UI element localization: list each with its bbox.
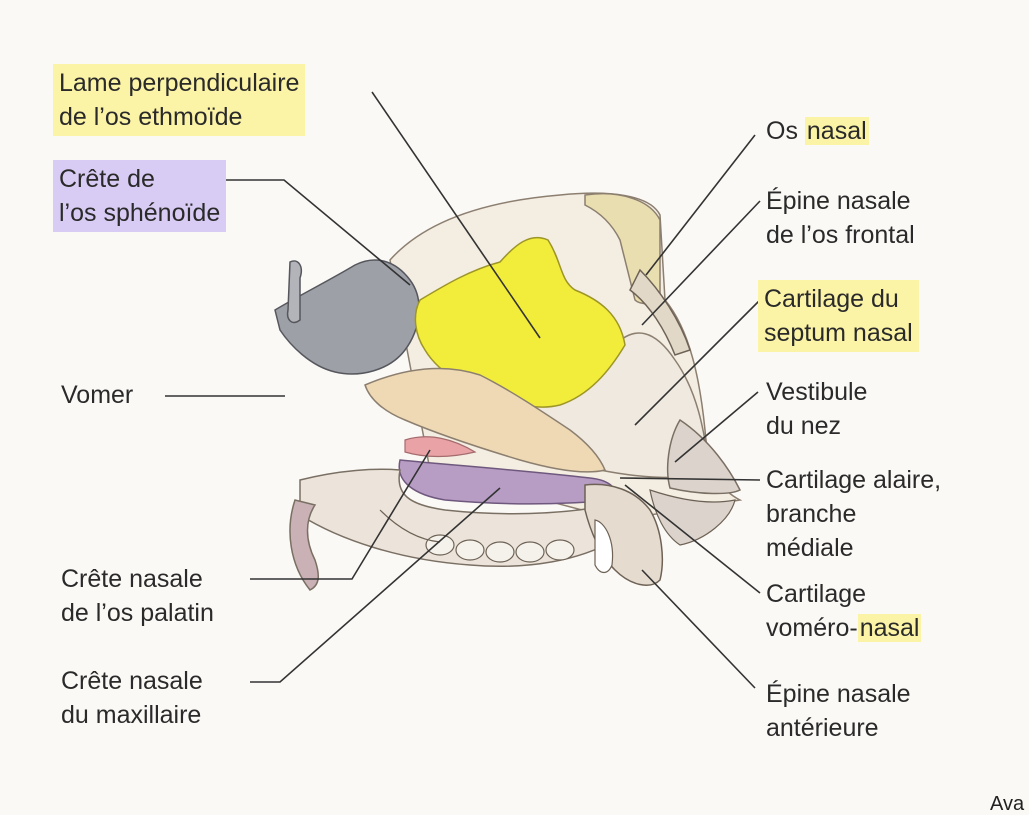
- maxilla-lower: [379, 509, 441, 543]
- leader-line: [634, 299, 761, 426]
- leader-line: [645, 134, 756, 276]
- label-cartilage-septum: Cartilage du septum nasal: [758, 280, 919, 352]
- palatine-crest: [404, 436, 477, 458]
- label-cartilage-alaire: Cartilage alaire, branche médiale: [766, 463, 941, 565]
- label-epine-front-line1: Épine nasale: [766, 187, 911, 215]
- leader-line: [641, 569, 756, 689]
- soft-palate: [289, 499, 320, 591]
- leader-line: [624, 484, 761, 594]
- label-crete-pal-line2: de l’os palatin: [61, 599, 214, 627]
- label-epine-nasale-frontal: Épine nasale de l’os frontal: [766, 184, 915, 252]
- leader-line: [619, 477, 761, 481]
- sphenoid-process: [286, 260, 302, 324]
- label-vestibule: Vestibule du nez: [766, 375, 867, 443]
- leader-line: [674, 391, 759, 463]
- label-cart-vomero-line1: Cartilage: [766, 580, 867, 608]
- label-crete-nasale-maxillaire: Crête nasale du maxillaire: [61, 664, 203, 732]
- label-epine-ant-line1: Épine nasale: [766, 680, 911, 708]
- nasal-tip: [649, 489, 736, 546]
- label-epine-front-line2: de l’os frontal: [766, 221, 915, 249]
- label-crete-sph-line2: l’os sphénoïde: [59, 199, 221, 227]
- leader-line: [250, 487, 501, 683]
- nasal-vestibule: [666, 418, 742, 495]
- label-vomer-text: Vomer: [61, 381, 134, 409]
- label-vomer: Vomer: [61, 378, 133, 412]
- label-os-nasal-word: nasal: [804, 117, 869, 145]
- label-crete-sph-line1: Crête de: [59, 165, 155, 193]
- label-cartilage-vomero-nasal: Cartilage voméro-nasal: [766, 577, 922, 645]
- label-crete-sphenoide: Crête de l’os sphénoïde: [53, 160, 227, 232]
- leader-line: [371, 91, 541, 339]
- leader-line-group: [165, 91, 761, 689]
- leader-line: [250, 449, 431, 580]
- vomer-bone: [364, 367, 607, 473]
- label-cart-alaire-line1: Cartilage alaire,: [766, 466, 942, 494]
- label-lame-line2: de l’os ethmoïde: [59, 103, 243, 131]
- label-vest-line1: Vestibule: [766, 378, 868, 406]
- label-epine-nasale-anterieure: Épine nasale antérieure: [766, 677, 911, 745]
- label-cart-vomero-line2: voméro-nasal: [766, 611, 922, 645]
- label-cart-vomero-word: nasal: [857, 614, 922, 642]
- label-cart-vomero-prefix: voméro-: [766, 614, 858, 642]
- label-crete-pal-line1: Crête nasale: [61, 565, 203, 593]
- label-crete-max-line2: du maxillaire: [61, 701, 202, 729]
- label-crete-max-line1: Crête nasale: [61, 667, 203, 695]
- label-os-nasal-line: Os nasal: [766, 114, 869, 148]
- label-lame-line1: Lame perpendiculaire: [59, 69, 300, 97]
- label-vest-line2: du nez: [766, 412, 842, 440]
- label-cart-sept-line1: Cartilage du: [764, 285, 899, 313]
- label-cart-alaire-line3: médiale: [766, 534, 854, 562]
- label-crete-nasale-palatin: Crête nasale de l’os palatin: [61, 562, 214, 630]
- nasal-bone: [629, 268, 691, 356]
- label-epine-ant-line2: antérieure: [766, 714, 879, 742]
- label-os-nasal: Os nasal: [766, 114, 869, 148]
- leader-line: [641, 200, 761, 326]
- teeth: [425, 534, 575, 563]
- label-cart-sept-line2: septum nasal: [764, 319, 913, 347]
- label-lame-perpendiculaire: Lame perpendiculaire de l’os ethmoïde: [53, 64, 306, 136]
- label-cart-alaire-line2: branche: [766, 500, 857, 528]
- label-os-prefix: Os: [766, 117, 805, 145]
- incisor-tooth: [594, 519, 614, 574]
- corner-text: Ava: [990, 793, 1025, 815]
